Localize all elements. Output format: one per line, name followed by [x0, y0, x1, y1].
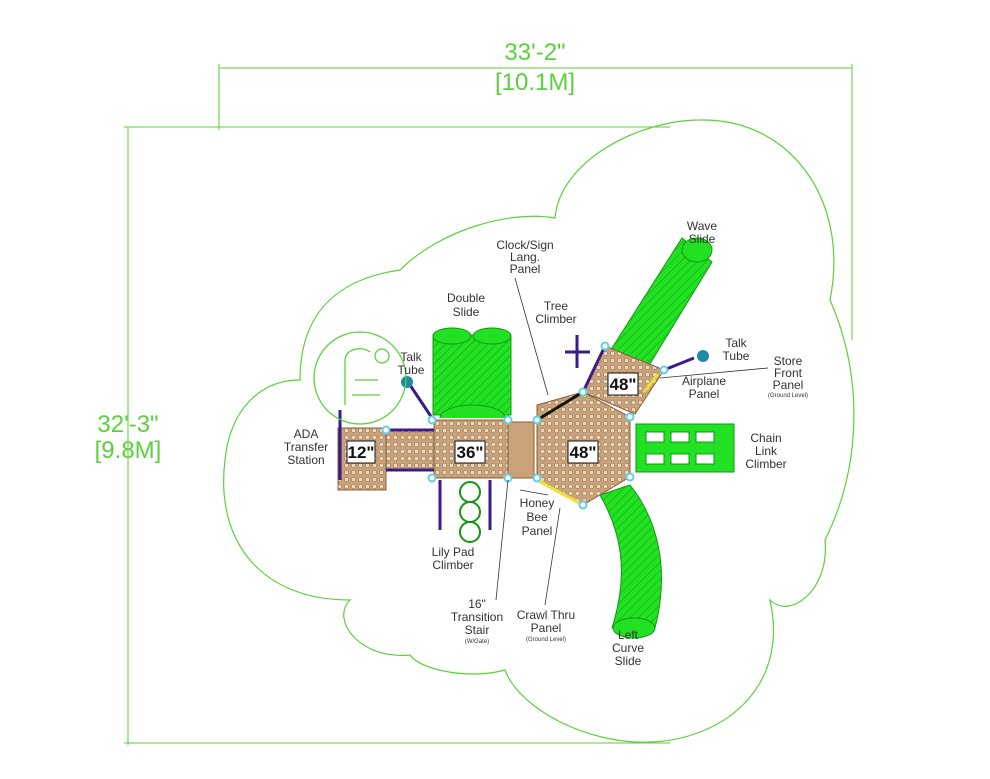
width-ft-label: 33'-2": [504, 39, 565, 66]
deck-connector-12-36: [385, 429, 435, 471]
posts: [381, 341, 669, 510]
safety-zone-outline: [223, 119, 855, 743]
left-curve-slide: [599, 484, 662, 629]
leader-lines: [495, 277, 769, 606]
label-crawl-note: (Ground Level): [526, 637, 566, 643]
lily-pad-climber: [459, 481, 481, 543]
deck-48-upper-label: 48": [610, 375, 637, 394]
width-m-label: [10.1M]: [495, 69, 575, 96]
depth-m-label: [9.8M]: [95, 437, 162, 464]
rails: [338, 345, 695, 530]
talk-tube-left-icon: [401, 376, 413, 388]
label-store-front-note: (Ground Level): [768, 393, 808, 399]
airplane-panel: [642, 373, 660, 393]
wave-slide: [611, 237, 713, 373]
left-curve-slide-exit: [612, 617, 656, 639]
clock-sign-panel: [536, 390, 584, 422]
label-transition-note: (W/Gate): [465, 639, 489, 645]
chain-link-climber: [635, 423, 735, 473]
talk-tube-right-icon: [697, 350, 709, 362]
tree-climber: [565, 335, 590, 368]
ada-logo: [313, 331, 407, 425]
honey-bee-panel: [536, 478, 584, 507]
deck-36-label: 36": [457, 443, 484, 462]
transition-stair: [507, 421, 535, 479]
depth-ft-label: 32'-3": [97, 411, 158, 438]
dimension-lines: [124, 64, 853, 745]
deck-12-label: 12": [348, 443, 375, 462]
deck-48-main-label: 48": [570, 443, 597, 462]
double-slide: [432, 327, 512, 419]
